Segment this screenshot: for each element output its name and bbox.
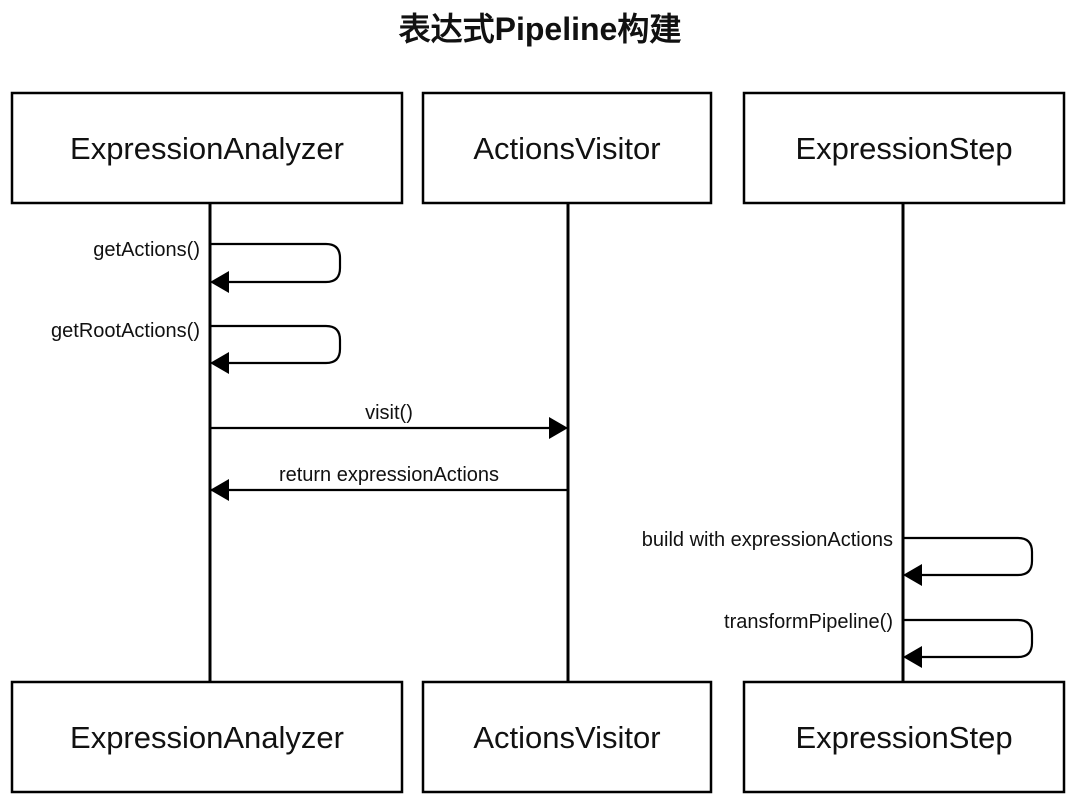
- message-1-self-call[interactable]: getActions(): [93, 239, 342, 293]
- participant-box-bottom-actionsVisitor[interactable]: [421, 680, 713, 794]
- participant-label-bottom-expressionStep: ExpressionStep: [795, 720, 1012, 755]
- message-label-5: build with expressionActions: [642, 529, 893, 551]
- participant-box-bottom-expressionStep[interactable]: [742, 680, 1066, 794]
- arrow-head-6: [903, 646, 922, 668]
- arrow-head-5: [903, 564, 922, 586]
- self-call-loop-5: [903, 536, 1034, 577]
- self-call-loop-1: [210, 242, 342, 284]
- lifelines-group: [208, 203, 905, 682]
- message-label-2: getRootActions(): [51, 320, 200, 342]
- message-label-1: getActions(): [93, 239, 200, 261]
- message-2-self-call[interactable]: getRootActions(): [51, 320, 342, 374]
- message-label-6: transformPipeline(): [724, 611, 893, 633]
- participant-label-bottom-expressionAnalyzer: ExpressionAnalyzer: [70, 720, 344, 755]
- participant-label-top-expressionAnalyzer: ExpressionAnalyzer: [70, 131, 344, 166]
- arrow-head-1: [210, 271, 229, 293]
- participant-label-bottom-actionsVisitor: ActionsVisitor: [473, 720, 660, 755]
- messages-group: getActions() getRootActions() visit() retur…: [51, 239, 1034, 668]
- self-call-loop-6: [903, 618, 1034, 659]
- participant-box-bottom-expressionAnalyzer[interactable]: [10, 680, 404, 794]
- participant-box-top-expressionStep[interactable]: [742, 91, 1066, 205]
- participant-label-top-actionsVisitor: ActionsVisitor: [473, 131, 660, 166]
- participant-boxes-bottom: ExpressionAnalyzer ActionsVisitor Expressi…: [10, 680, 1066, 794]
- page-title: 表达式Pipeline构建: [399, 11, 682, 47]
- participant-label-top-expressionStep: ExpressionStep: [795, 131, 1012, 166]
- arrow-head-4: [210, 479, 229, 501]
- participant-box-top-expressionAnalyzer[interactable]: [10, 91, 404, 205]
- message-5-self-call[interactable]: build with expressionActions: [642, 529, 1034, 586]
- self-call-loop-2: [210, 324, 342, 365]
- message-label-4: return expressionActions: [279, 464, 499, 486]
- arrow-head-3: [549, 417, 568, 439]
- message-6-self-call[interactable]: transformPipeline(): [724, 611, 1034, 668]
- message-4-return[interactable]: return expressionActions: [210, 464, 568, 501]
- participant-box-top-actionsVisitor[interactable]: [421, 91, 713, 205]
- participant-boxes-top: ExpressionAnalyzer ActionsVisitor Expressi…: [10, 91, 1066, 205]
- arrow-head-2: [210, 352, 229, 374]
- message-label-3: visit(): [365, 402, 413, 424]
- message-3-call[interactable]: visit(): [210, 402, 568, 439]
